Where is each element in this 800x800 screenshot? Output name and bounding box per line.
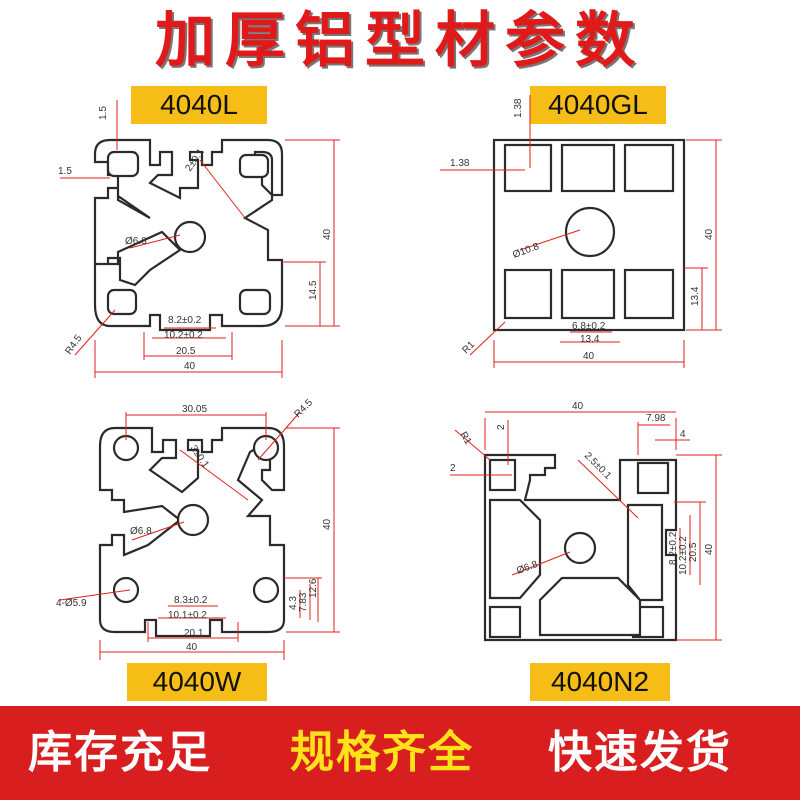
dim-4040w-width: 40	[186, 642, 198, 653]
profile-4040gl-cavity-bl	[503, 268, 553, 320]
dim-4040n2-height: 40	[704, 543, 715, 555]
profile-4040w-hole-br	[252, 576, 280, 604]
profile-4040l: 1.5 1.5 2±0.1 Ø6.8 40 14.5 8.2±0.2 10.2±…	[58, 100, 340, 378]
dim-4040l-radius: R4.5	[63, 333, 84, 357]
profile-4040gl-cavity-tm	[560, 143, 616, 193]
dim-4040w-d2: 12.6	[308, 578, 319, 598]
dim-4040gl-slot-outer: 13.4	[580, 334, 600, 345]
dim-4040n2-span: 20.5	[688, 542, 699, 562]
dim-4040n2-wall: 2	[496, 424, 507, 430]
dim-4040w-hole-span: 30.05	[182, 404, 207, 415]
profile-4040w-hole-bl	[112, 576, 140, 604]
label-4040l: 4040L	[131, 86, 267, 124]
dim-4040l-slot-depth: 14.5	[308, 280, 319, 300]
profile-4040gl: 1.38 1.38 Ø10.8 40 13.4 6.8±0.2 13.4 40 …	[440, 95, 722, 368]
profile-4040l-dimensions	[60, 100, 340, 378]
dim-4040n2-d1: 7.98	[646, 413, 666, 424]
profile-4040gl-dimensions	[440, 95, 722, 368]
profile-4040n2-center-bore	[563, 531, 597, 565]
dim-4040gl-slot-depth: 13.4	[690, 286, 701, 306]
profile-4040l-center-bore	[173, 220, 207, 254]
dim-4040n2-width: 40	[572, 401, 584, 412]
dim-4040n2-slot-outer: 10.2±0.2	[678, 536, 689, 575]
profile-4040l-corner-cavity-tl	[106, 150, 140, 178]
label-4040n2: 4040N2	[530, 663, 670, 701]
label-4040gl: 4040GL	[530, 86, 666, 124]
dim-4040gl-radius: R1	[460, 339, 477, 356]
dim-4040gl-wall-side: 1.38	[450, 158, 470, 169]
profile-4040w: 30.05 R4.5 3±0.1 Ø6.8 40 4-Ø5.9 7.83 12.…	[56, 397, 340, 660]
dim-4040l-wall-top: 1.5	[98, 106, 109, 120]
page-title: 加厚铝型材参数	[155, 6, 645, 76]
dim-4040w-bore: Ø6.8	[130, 526, 152, 537]
dim-4040l-slot-outer: 10.2±0.2	[164, 330, 203, 341]
profile-4040n2-cavity-left	[488, 498, 542, 600]
profile-4040n2-cavity-bottom	[538, 576, 642, 637]
profile-4040l-corner-cavity-tr	[238, 153, 270, 179]
dim-4040n2-slot-inner: 8.2±0.2	[668, 531, 679, 565]
dim-4040l-bore: Ø6.8	[125, 236, 147, 247]
dim-4040l-slot-inner: 8.2±0.2	[168, 315, 202, 326]
dim-4040w-holes: 4-Ø5.9	[56, 598, 87, 609]
banner-text-stock: 库存充足	[28, 727, 212, 778]
profile-4040l-corner-cavity-bl	[106, 288, 138, 316]
dim-4040w-height: 40	[322, 518, 333, 530]
label-4040w: 4040W	[127, 663, 267, 701]
profile-4040n2-dimensions	[450, 411, 722, 641]
profile-4040w-dimensions	[59, 411, 340, 660]
dim-4040gl-height: 40	[704, 228, 715, 240]
dim-4040w-span: 20.1	[184, 628, 204, 639]
profile-4040gl-cavity-br	[623, 268, 675, 320]
dim-4040l-span: 20.5	[176, 346, 196, 357]
dim-4040w-slot-inner: 8.3±0.2	[174, 595, 208, 606]
dim-4040gl-width: 40	[583, 351, 595, 362]
dim-4040l-height: 40	[322, 228, 333, 240]
dim-4040n2-wall-side: 2	[450, 463, 456, 474]
profile-4040n2-cavity-bl	[488, 605, 522, 639]
profile-4040gl-center-bore	[564, 206, 616, 258]
dim-4040gl-slot-inner: 6.8±0.2	[572, 321, 606, 332]
dim-4040n2-d2: 4	[680, 429, 686, 440]
dim-4040w-d1: 7.83	[298, 592, 309, 612]
profile-4040n2-cavity-right	[626, 503, 664, 602]
profile-4040gl-cavity-bm	[560, 268, 616, 320]
dim-4040w-slot-outer: 10.1±0.2	[168, 610, 207, 621]
footer-banner	[0, 706, 800, 800]
dim-4040w-radius: R4.5	[292, 397, 315, 420]
dim-4040w-d3: 4.3	[288, 596, 299, 610]
profile-4040l-corner-cavity-br	[238, 288, 272, 316]
profile-4040gl-cavity-tl	[503, 143, 553, 193]
profile-4040n2-cavity-tr	[636, 461, 670, 495]
banner-text-shipping: 快速发货	[548, 727, 732, 778]
dim-4040n2-slot: 2.5±0.1	[582, 450, 614, 482]
dim-4040l-wall: 1.5	[58, 166, 72, 177]
profile-4040n2: 40 R1 2 2 7.98 4 2.5±0.1 Ø6.8 40 8.2±0.2…	[450, 401, 722, 642]
profile-4040gl-cavity-tr	[623, 143, 675, 193]
dim-4040gl-wall-top: 1.38	[513, 98, 524, 118]
banner-text-specs: 规格齐全	[290, 727, 474, 778]
dim-4040l-width: 40	[184, 361, 196, 372]
profile-4040w-center-bore	[176, 503, 210, 537]
